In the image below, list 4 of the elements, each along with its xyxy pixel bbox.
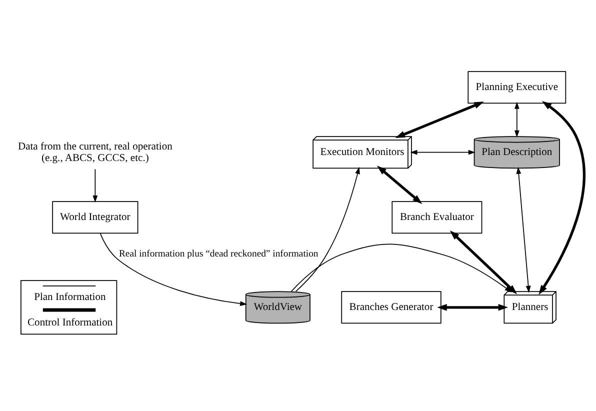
edge-label: Real information plus “dead reckoned” information xyxy=(119,248,318,260)
legend-label: Control Information xyxy=(28,318,113,329)
legend-label: Plan Information xyxy=(34,292,106,304)
node-text: Data from the current, real operation (e.g., ABCS, GCCS, etc.) xyxy=(18,141,172,164)
